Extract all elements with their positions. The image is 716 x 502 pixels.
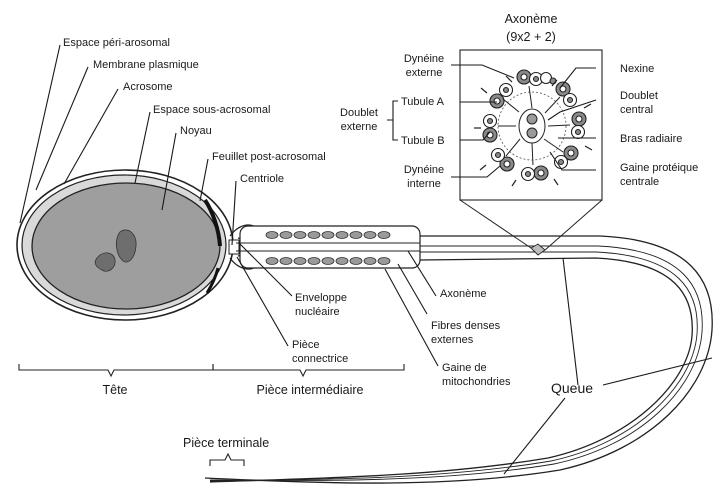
label-espace-peri: Espace péri-arosomal (63, 37, 170, 49)
label-tubule-b: Tubule B (401, 135, 445, 147)
label-feuillet: Feuillet post-acrosomal (212, 151, 326, 163)
label-dyneine-ext-1: Dynéine (404, 53, 444, 65)
label-bras-radiaire: Bras radiaire (620, 133, 682, 145)
label-acrosome: Acrosome (123, 81, 173, 93)
label-piece-conn-1: Pièce (292, 339, 320, 351)
label-noyau: Noyau (180, 125, 212, 137)
sperm-tail (205, 236, 712, 483)
label-doublet-central-1: Doublet (620, 90, 658, 102)
label-fibres-1: Fibres denses (431, 320, 501, 332)
label-doublet-ext-1: Doublet (340, 107, 378, 119)
label-gaine-mito-1: Gaine de (442, 362, 487, 374)
mitochondria-lower (266, 258, 390, 265)
central-pair (519, 109, 545, 143)
label-gaine-prot-1: Gaine protéique (620, 162, 698, 174)
label-piece-inter: Pièce intermédiaire (257, 383, 364, 397)
label-dyneine-int-2: interne (407, 178, 441, 190)
midpiece (229, 225, 420, 269)
mitochondria-upper (266, 232, 390, 239)
axoneme-formula: (9x2 + 2) (506, 30, 556, 44)
label-gaine-mito-2: mitochondries (442, 376, 511, 388)
label-centriole: Centriole (240, 173, 284, 185)
sperm-head (17, 170, 233, 320)
label-piece-conn-2: connectrice (292, 353, 348, 365)
label-dyneine-ext-2: externe (406, 67, 443, 79)
label-nexine: Nexine (620, 63, 654, 75)
brace-tete (19, 364, 213, 376)
brace-piece-terminale (210, 454, 244, 466)
label-doublet-ext-2: externe (341, 121, 378, 133)
nuclear-vacuole-1 (116, 230, 136, 262)
label-tubule-a: Tubule A (401, 96, 445, 108)
label-piece-terminale: Pièce terminale (183, 436, 269, 450)
label-dyneine-int-1: Dynéine (404, 164, 444, 176)
label-enveloppe-1: Enveloppe (295, 292, 347, 304)
label-fibres-2: externes (431, 334, 474, 346)
label-gaine-prot-2: centrale (620, 176, 659, 188)
zoom-line-right (545, 200, 602, 250)
axoneme-title: Axonème (505, 12, 558, 26)
axoneme-cross-section (460, 50, 602, 250)
centriole (229, 240, 239, 254)
brace-piece-inter (213, 364, 404, 376)
label-enveloppe-2: nucléaire (295, 306, 340, 318)
label-doublet-central-2: central (620, 104, 653, 116)
zoom-line-left (460, 200, 531, 248)
label-membrane: Membrane plasmique (93, 59, 199, 71)
label-tete: Tête (102, 383, 127, 397)
label-queue: Queue (551, 380, 593, 396)
label-espace-sous: Espace sous-acrosomal (153, 104, 270, 116)
tail-outer-top (205, 236, 712, 483)
label-axoneme: Axonème (440, 288, 486, 300)
region-braces (19, 364, 404, 466)
